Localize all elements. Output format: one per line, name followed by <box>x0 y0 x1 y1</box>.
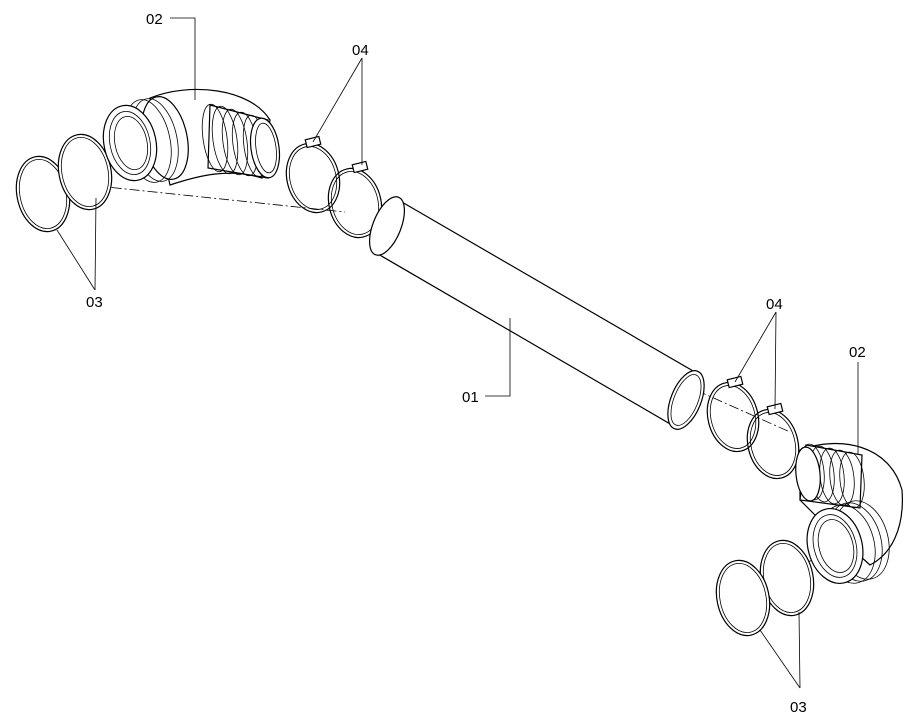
hose-clamp-top-1 <box>285 135 341 214</box>
leader-lines <box>56 17 859 689</box>
hose-clamp-bottom-1 <box>706 375 760 453</box>
hose-clamp-top-2 <box>327 160 383 239</box>
label-seals-bottom: 03 <box>790 699 807 716</box>
elbow-bottom <box>795 442 903 584</box>
label-clamps-bottom: 04 <box>766 296 783 313</box>
label-elbow-bottom: 02 <box>849 344 866 361</box>
elbow-top <box>102 88 281 186</box>
top-center-axis <box>39 179 346 213</box>
main-tube <box>368 196 705 430</box>
seal-ring-top-inner <box>57 133 113 211</box>
label-elbow-top: 02 <box>146 11 163 28</box>
label-clamps-top: 04 <box>352 42 369 59</box>
seal-ring-bottom-outer <box>715 559 771 637</box>
label-seals-top: 03 <box>86 294 103 311</box>
label-tube: 01 <box>462 389 479 406</box>
